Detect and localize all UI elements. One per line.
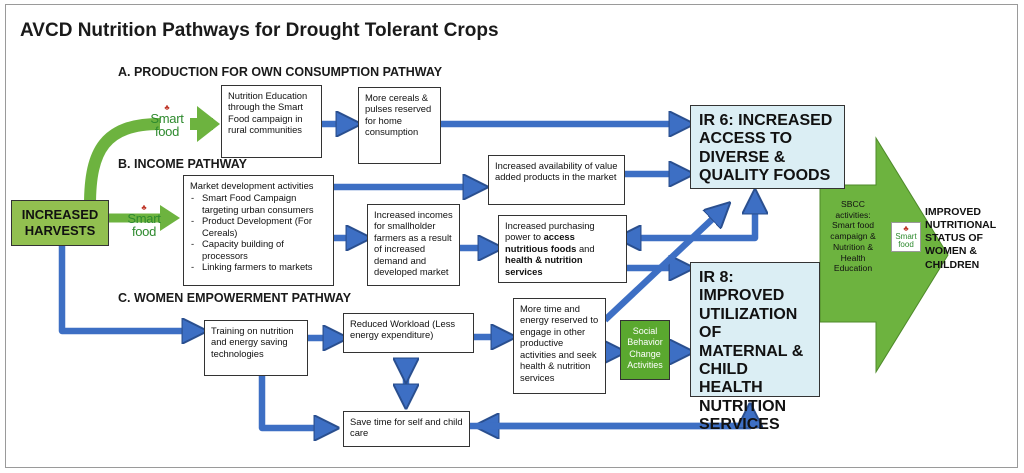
income-arrowhead [160,205,180,231]
purchasing-bold-1: access nutritious foods [505,231,577,254]
arrow-purchasing-up-to-ir6 [690,200,755,242]
purchasing-text-1: Increased purchasing power to [505,220,595,243]
production-arrowhead [197,106,220,142]
ir8-box: IR 8: IMPROVED UTILIZATION OF MATERNAL &… [690,262,820,433]
list-item: Linking farmers to markets [191,261,327,273]
diagram-frame [5,4,1018,468]
purchasing-text-2: and [576,242,595,254]
increased-harvests-box: INCREASED HARVESTS [11,200,109,246]
smart-food-logo-sbcc: ♣ Smart food [891,222,921,252]
value-added-box: Increased availability of value added pr… [488,155,625,205]
arrow-harvest-to-training [58,243,196,331]
sbcc-big-arrow [819,136,949,374]
ir6-box: IR 6: INCREASED ACCESS TO DIVERSE & QUAL… [690,105,845,189]
social-behavior-box: Social Behavior Change Activities [620,320,670,380]
smart-food-leaf-icon: ♣ [164,103,170,112]
purchasing-bold-2: health & nutrition services [505,254,583,277]
purchasing-power-box: Increased purchasing power to access nut… [498,215,627,283]
save-time-box: Save time for self and child care [343,411,470,447]
list-item: Smart Food Campaign targeting urban cons… [191,192,327,215]
arrow-savetime-to-ir8 [470,414,750,430]
list-item: Capacity building of processors [191,238,327,261]
pathway-a-label: A. PRODUCTION FOR OWN CONSUMPTION PATHWA… [118,65,443,79]
reduced-workload-box: Reduced Workload (Less energy expenditur… [343,313,474,353]
sbcc-activities-text: SBCC activities: Smart food campaign & N… [830,199,876,274]
pathway-b-label: B. INCOME PATHWAY [118,157,247,171]
market-development-box: Market development activities Smart Food… [183,175,334,286]
page-title: AVCD Nutrition Pathways for Drought Tole… [20,20,499,41]
smart-food-logo-production: ♣ Smart food [144,103,190,139]
smart-food-logo-income: ♣ Smart food [122,203,166,239]
smart-food-leaf-icon: ♣ [903,224,909,233]
arrow-training-to-savetime [258,374,328,428]
smart-food-leaf-icon: ♣ [141,203,147,212]
outcome-text: IMPROVED NUTRITIONAL STATUS OF WOMEN & C… [925,206,996,271]
more-cereals-box: More cereals & pulses reserved for home … [358,87,441,164]
nutrition-education-box: Nutrition Education through the Smart Fo… [221,85,322,158]
harvest-to-production-arrow [84,118,161,206]
more-time-box: More time and energy reserved to engage … [513,298,606,394]
arrow-moretime-to-ir6 [602,210,722,323]
list-item: Product Development (For Cereals) [191,215,327,238]
pathway-c-label: C. WOMEN EMPOWERMENT PATHWAY [118,291,352,305]
increased-incomes-box: Increased incomes for smallholder farmer… [367,204,460,286]
market-dev-list: Smart Food Campaign targeting urban cons… [190,192,327,273]
training-box: Training on nutrition and energy saving … [204,320,308,376]
market-dev-heading: Market development activities [190,180,314,191]
